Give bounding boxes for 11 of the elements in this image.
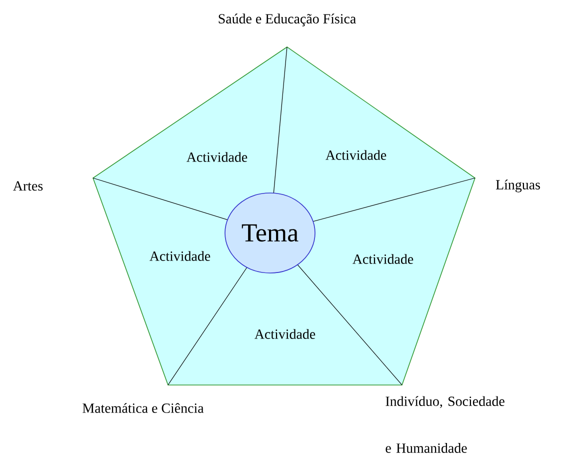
label: Actividade — [326, 150, 386, 160]
label: Línguas — [496, 180, 540, 192]
vertex-label: Indivíduo, Sociedade e Humanidade — [386, 396, 504, 453]
label: Actividade — [186, 152, 248, 162]
label: Saúde e Educação Física — [218, 14, 356, 26]
label: Matemática e Ciência — [82, 403, 204, 413]
label: Actividade — [254, 329, 316, 339]
label: Artes — [13, 181, 43, 191]
label: Actividade — [150, 251, 210, 261]
pentagon — [92, 46, 476, 386]
label: Actividade — [352, 254, 414, 264]
